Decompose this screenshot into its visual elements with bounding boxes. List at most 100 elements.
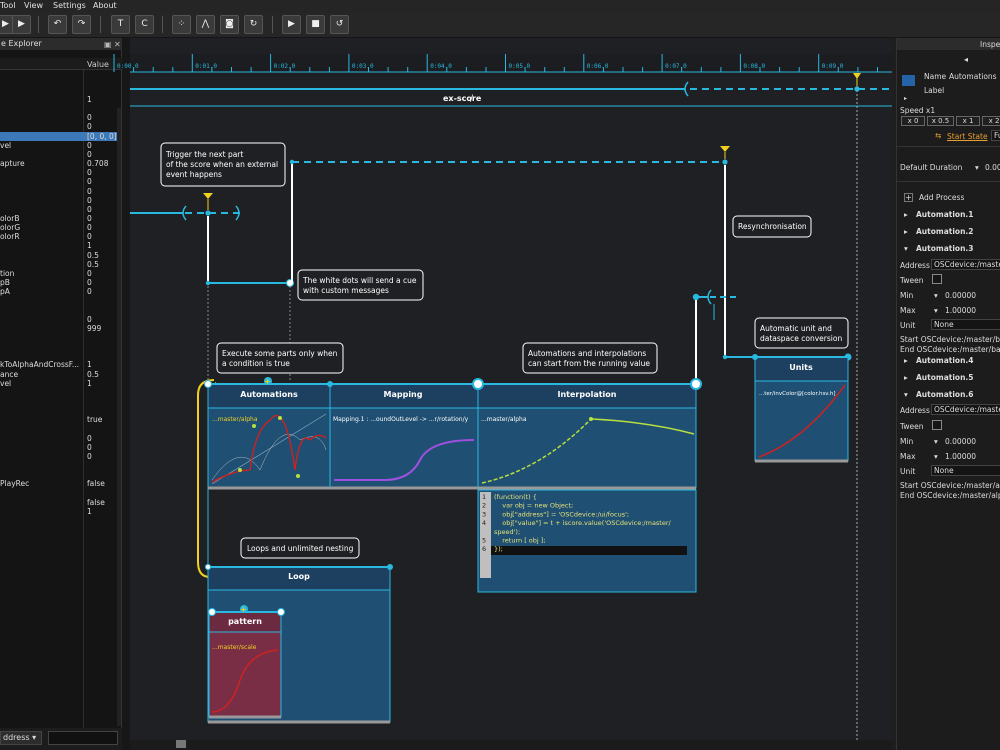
chevron-down-icon[interactable]: ▾: [934, 291, 938, 300]
add-process-icon[interactable]: +: [904, 193, 913, 202]
chevron-right-icon[interactable]: ▸: [904, 373, 908, 382]
explorer-row[interactable]: kToAlphaAndCrossF...1: [0, 360, 118, 369]
comment-tool-icon[interactable]: C: [135, 15, 154, 34]
explorer-row[interactable]: 0: [0, 434, 118, 443]
camera-icon[interactable]: ◙: [220, 15, 239, 34]
explorer-row[interactable]: 1: [0, 241, 118, 250]
play-icon[interactable]: ▶: [12, 15, 31, 34]
automation3-header[interactable]: Automation.3: [916, 244, 974, 253]
explorer-row[interactable]: 0: [0, 122, 118, 131]
chevron-right-icon[interactable]: ▸: [904, 356, 908, 365]
scatter-tool-icon[interactable]: ⁘: [172, 15, 191, 34]
comment-trigger[interactable]: [160, 142, 286, 187]
explorer-row[interactable]: false: [0, 498, 118, 507]
explorer-row[interactable]: 0.5: [0, 251, 118, 260]
splitter[interactable]: [122, 38, 130, 750]
comment-interpolation[interactable]: [522, 342, 658, 374]
timeline-hscrollbar[interactable]: [130, 740, 892, 750]
chevron-down-icon[interactable]: ▾: [904, 244, 908, 253]
explorer-row[interactable]: 0: [0, 150, 118, 159]
chevron-down-icon[interactable]: ▾: [934, 452, 938, 461]
comment-white-dots[interactable]: [297, 269, 424, 301]
automation5-header[interactable]: Automation.5: [916, 373, 974, 382]
comment-resync[interactable]: [732, 215, 812, 238]
explorer-row[interactable]: [0, 0, 0]: [0, 131, 118, 141]
close-icon[interactable]: ✕: [114, 40, 121, 49]
explorer-row[interactable]: 999: [0, 324, 118, 333]
address-type-select[interactable]: ddress ▾: [0, 731, 42, 745]
explorer-row[interactable]: 1: [0, 507, 118, 516]
name-value[interactable]: Automations: [949, 72, 997, 81]
undo-icon[interactable]: ↶: [48, 15, 67, 34]
timeline-scroll-thumb[interactable]: [176, 740, 186, 748]
explorer-row[interactable]: 0: [0, 168, 118, 177]
explorer-row[interactable]: 0: [0, 187, 118, 196]
automation6-unit-field[interactable]: None: [931, 465, 1000, 476]
chevron-down-icon[interactable]: ▾: [934, 306, 938, 315]
loop-icon[interactable]: ↻: [244, 15, 263, 34]
explorer-row[interactable]: 0: [0, 113, 118, 122]
explorer-row[interactable]: 1: [0, 95, 118, 104]
float-icon[interactable]: ▣: [104, 40, 112, 49]
automation1-header[interactable]: Automation.1: [916, 210, 974, 219]
automation6-min-value[interactable]: 0.00000: [945, 437, 977, 446]
explorer-row[interactable]: 0: [0, 196, 118, 205]
comment-loops[interactable]: [240, 537, 360, 559]
text-tool-icon[interactable]: T: [111, 15, 130, 34]
speed-x2-button[interactable]: x 2: [982, 116, 1000, 126]
menu-settings[interactable]: Settings: [53, 1, 86, 10]
up-down-icon[interactable]: ▾: [975, 163, 979, 172]
automation4-header[interactable]: Automation.4: [916, 356, 974, 365]
speed-x1-button[interactable]: x 1: [956, 116, 980, 126]
automation3-unit-field[interactable]: None: [931, 319, 1000, 330]
reload-icon[interactable]: ↺: [330, 15, 349, 34]
automation6-header[interactable]: Automation.6: [916, 390, 974, 399]
default-duration-value[interactable]: 0.00: [985, 163, 1000, 172]
automation3-min-value[interactable]: 0.00000: [945, 291, 977, 300]
menu-about[interactable]: About: [93, 1, 117, 10]
chevron-right-icon[interactable]: ▸: [904, 210, 908, 219]
color-swatch[interactable]: [902, 75, 915, 86]
speed-x0-button[interactable]: x 0: [901, 116, 925, 126]
explorer-row[interactable]: 0: [0, 315, 118, 324]
automation6-address-field[interactable]: OSCdevice:/master: [931, 404, 1000, 415]
automation6-tween-checkbox[interactable]: [932, 420, 942, 430]
chevron-down-icon[interactable]: ▾: [934, 437, 938, 446]
curve-tool-icon[interactable]: ⋀: [196, 15, 215, 34]
comment-condition[interactable]: [216, 342, 344, 374]
value-column-header[interactable]: Value: [87, 60, 109, 69]
start-state-button[interactable]: Start State: [947, 132, 988, 141]
explorer-scrollbar[interactable]: [117, 108, 121, 726]
address-filter-input[interactable]: [48, 731, 118, 745]
script-editor[interactable]: [477, 489, 697, 593]
play-icon[interactable]: ▶: [282, 15, 301, 34]
explorer-row[interactable]: 0.5: [0, 260, 118, 269]
trigger-icon[interactable]: [853, 73, 861, 79]
explorer-row[interactable]: 0: [0, 443, 118, 452]
explorer-row[interactable]: true: [0, 415, 118, 424]
chevron-left-icon[interactable]: ◂: [964, 55, 969, 64]
menu-view[interactable]: View: [24, 1, 43, 10]
explorer-row[interactable]: 0: [0, 452, 118, 461]
add-icon[interactable]: +: [264, 377, 271, 386]
event-bracket[interactable]: [684, 81, 689, 97]
add-icon[interactable]: +: [240, 605, 247, 614]
stop-icon[interactable]: ■: [306, 15, 325, 34]
comment-units[interactable]: [754, 317, 849, 349]
script-code[interactable]: 1(function(t) {2 var obj = new Object;3 …: [482, 493, 672, 553]
automation2-header[interactable]: Automation.2: [916, 227, 974, 236]
redo-icon[interactable]: ↷: [72, 15, 91, 34]
automation3-tween-checkbox[interactable]: [932, 274, 942, 284]
menu-tool[interactable]: Tool: [0, 1, 16, 10]
chevron-right-icon[interactable]: ▸: [904, 95, 908, 102]
